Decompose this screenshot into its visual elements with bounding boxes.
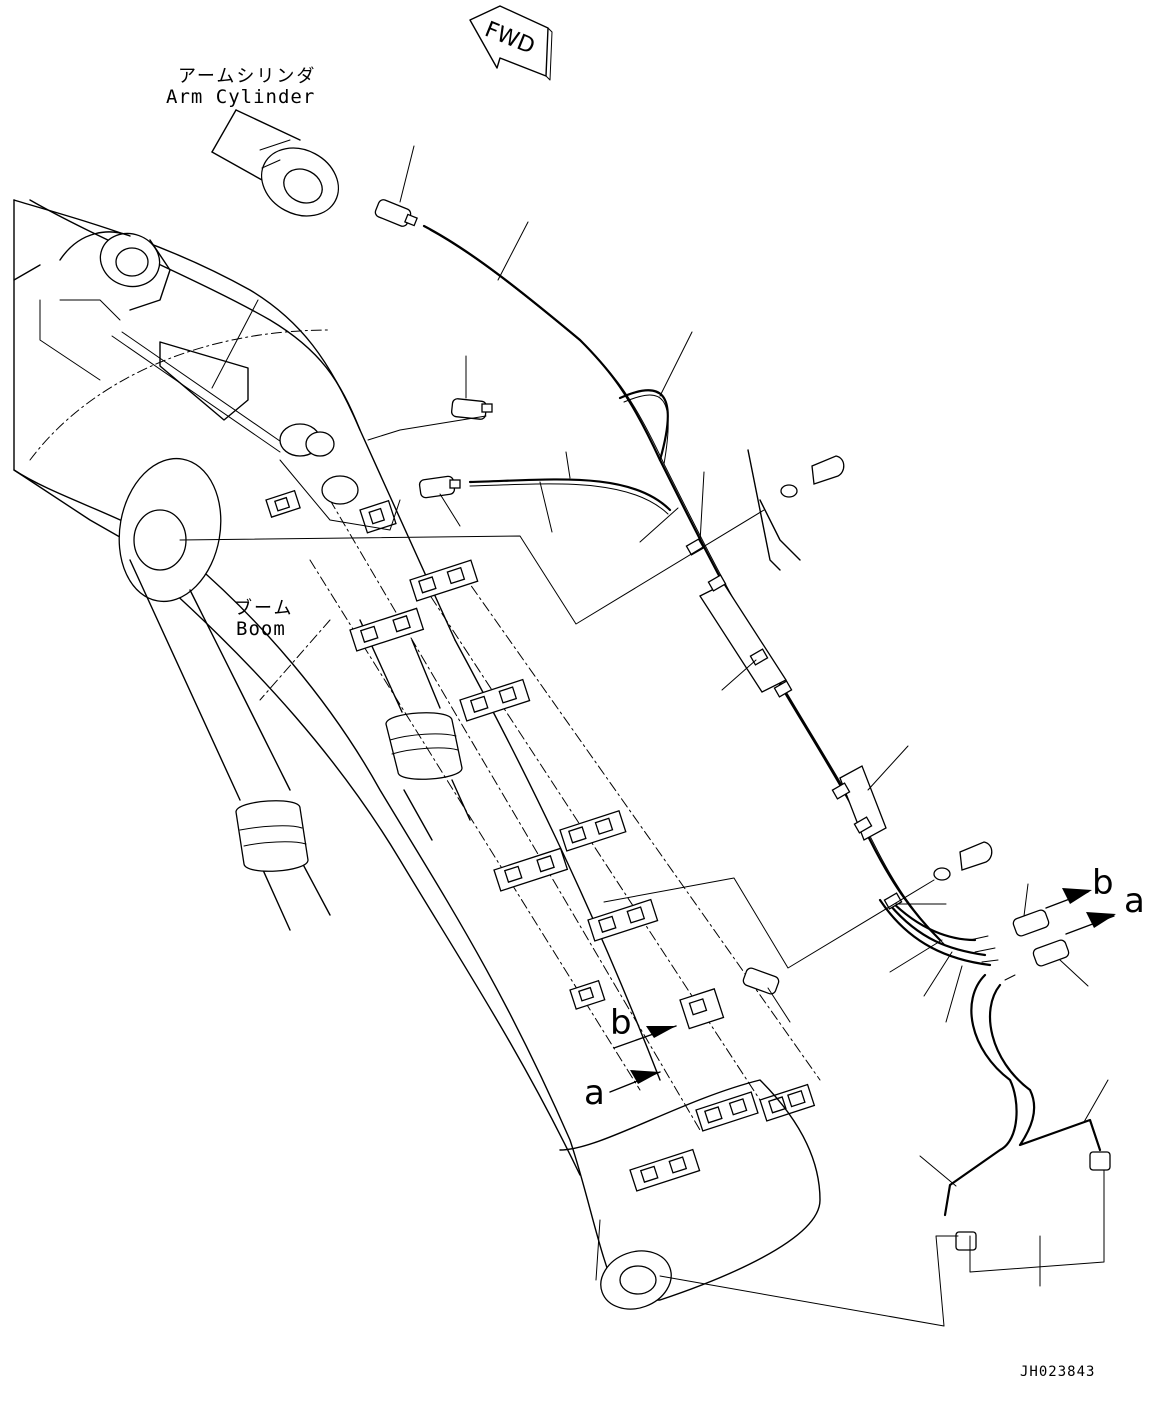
marker-b-left: b	[610, 1003, 632, 1043]
hose-harness	[422, 224, 1102, 1217]
marker-a-right: a	[1124, 881, 1145, 921]
sensor-6-icon	[1032, 939, 1070, 967]
leader-lines	[179, 145, 1109, 1327]
arm-cylinder-label-en: Arm Cylinder	[166, 86, 316, 108]
boom-cylinder	[118, 457, 331, 931]
marker-arrows	[609, 888, 1116, 1093]
boom-foot	[559, 1079, 821, 1310]
sensor-5-icon	[1012, 909, 1050, 937]
sensor-1-icon	[374, 199, 418, 227]
boom-connectors	[111, 331, 401, 531]
marker-a-left: a	[584, 1073, 605, 1113]
boom-label-jp: ブーム	[234, 598, 294, 619]
clamp-brackets	[265, 489, 816, 1192]
boom-top-bracket	[59, 231, 171, 311]
arm-cylinder-end	[211, 109, 340, 217]
rod-guard	[359, 619, 471, 841]
bolts-washers	[747, 449, 993, 881]
boom-label-en: Boom	[236, 618, 286, 640]
boom-body	[13, 199, 661, 1301]
sensor-2-icon	[450, 398, 493, 420]
center-lines	[309, 499, 821, 1131]
fwd-arrow-icon	[469, 5, 553, 81]
harness-sleeves	[685, 538, 903, 910]
arm-cylinder-label-jp: アームシリンダ	[178, 66, 317, 87]
sensor-3-icon	[418, 475, 461, 499]
sensor-4-icon	[742, 967, 780, 995]
sensor-fittings	[374, 199, 1111, 1251]
marker-b-right: b	[1092, 863, 1114, 903]
drawing-code: JH023843	[1020, 1364, 1096, 1380]
